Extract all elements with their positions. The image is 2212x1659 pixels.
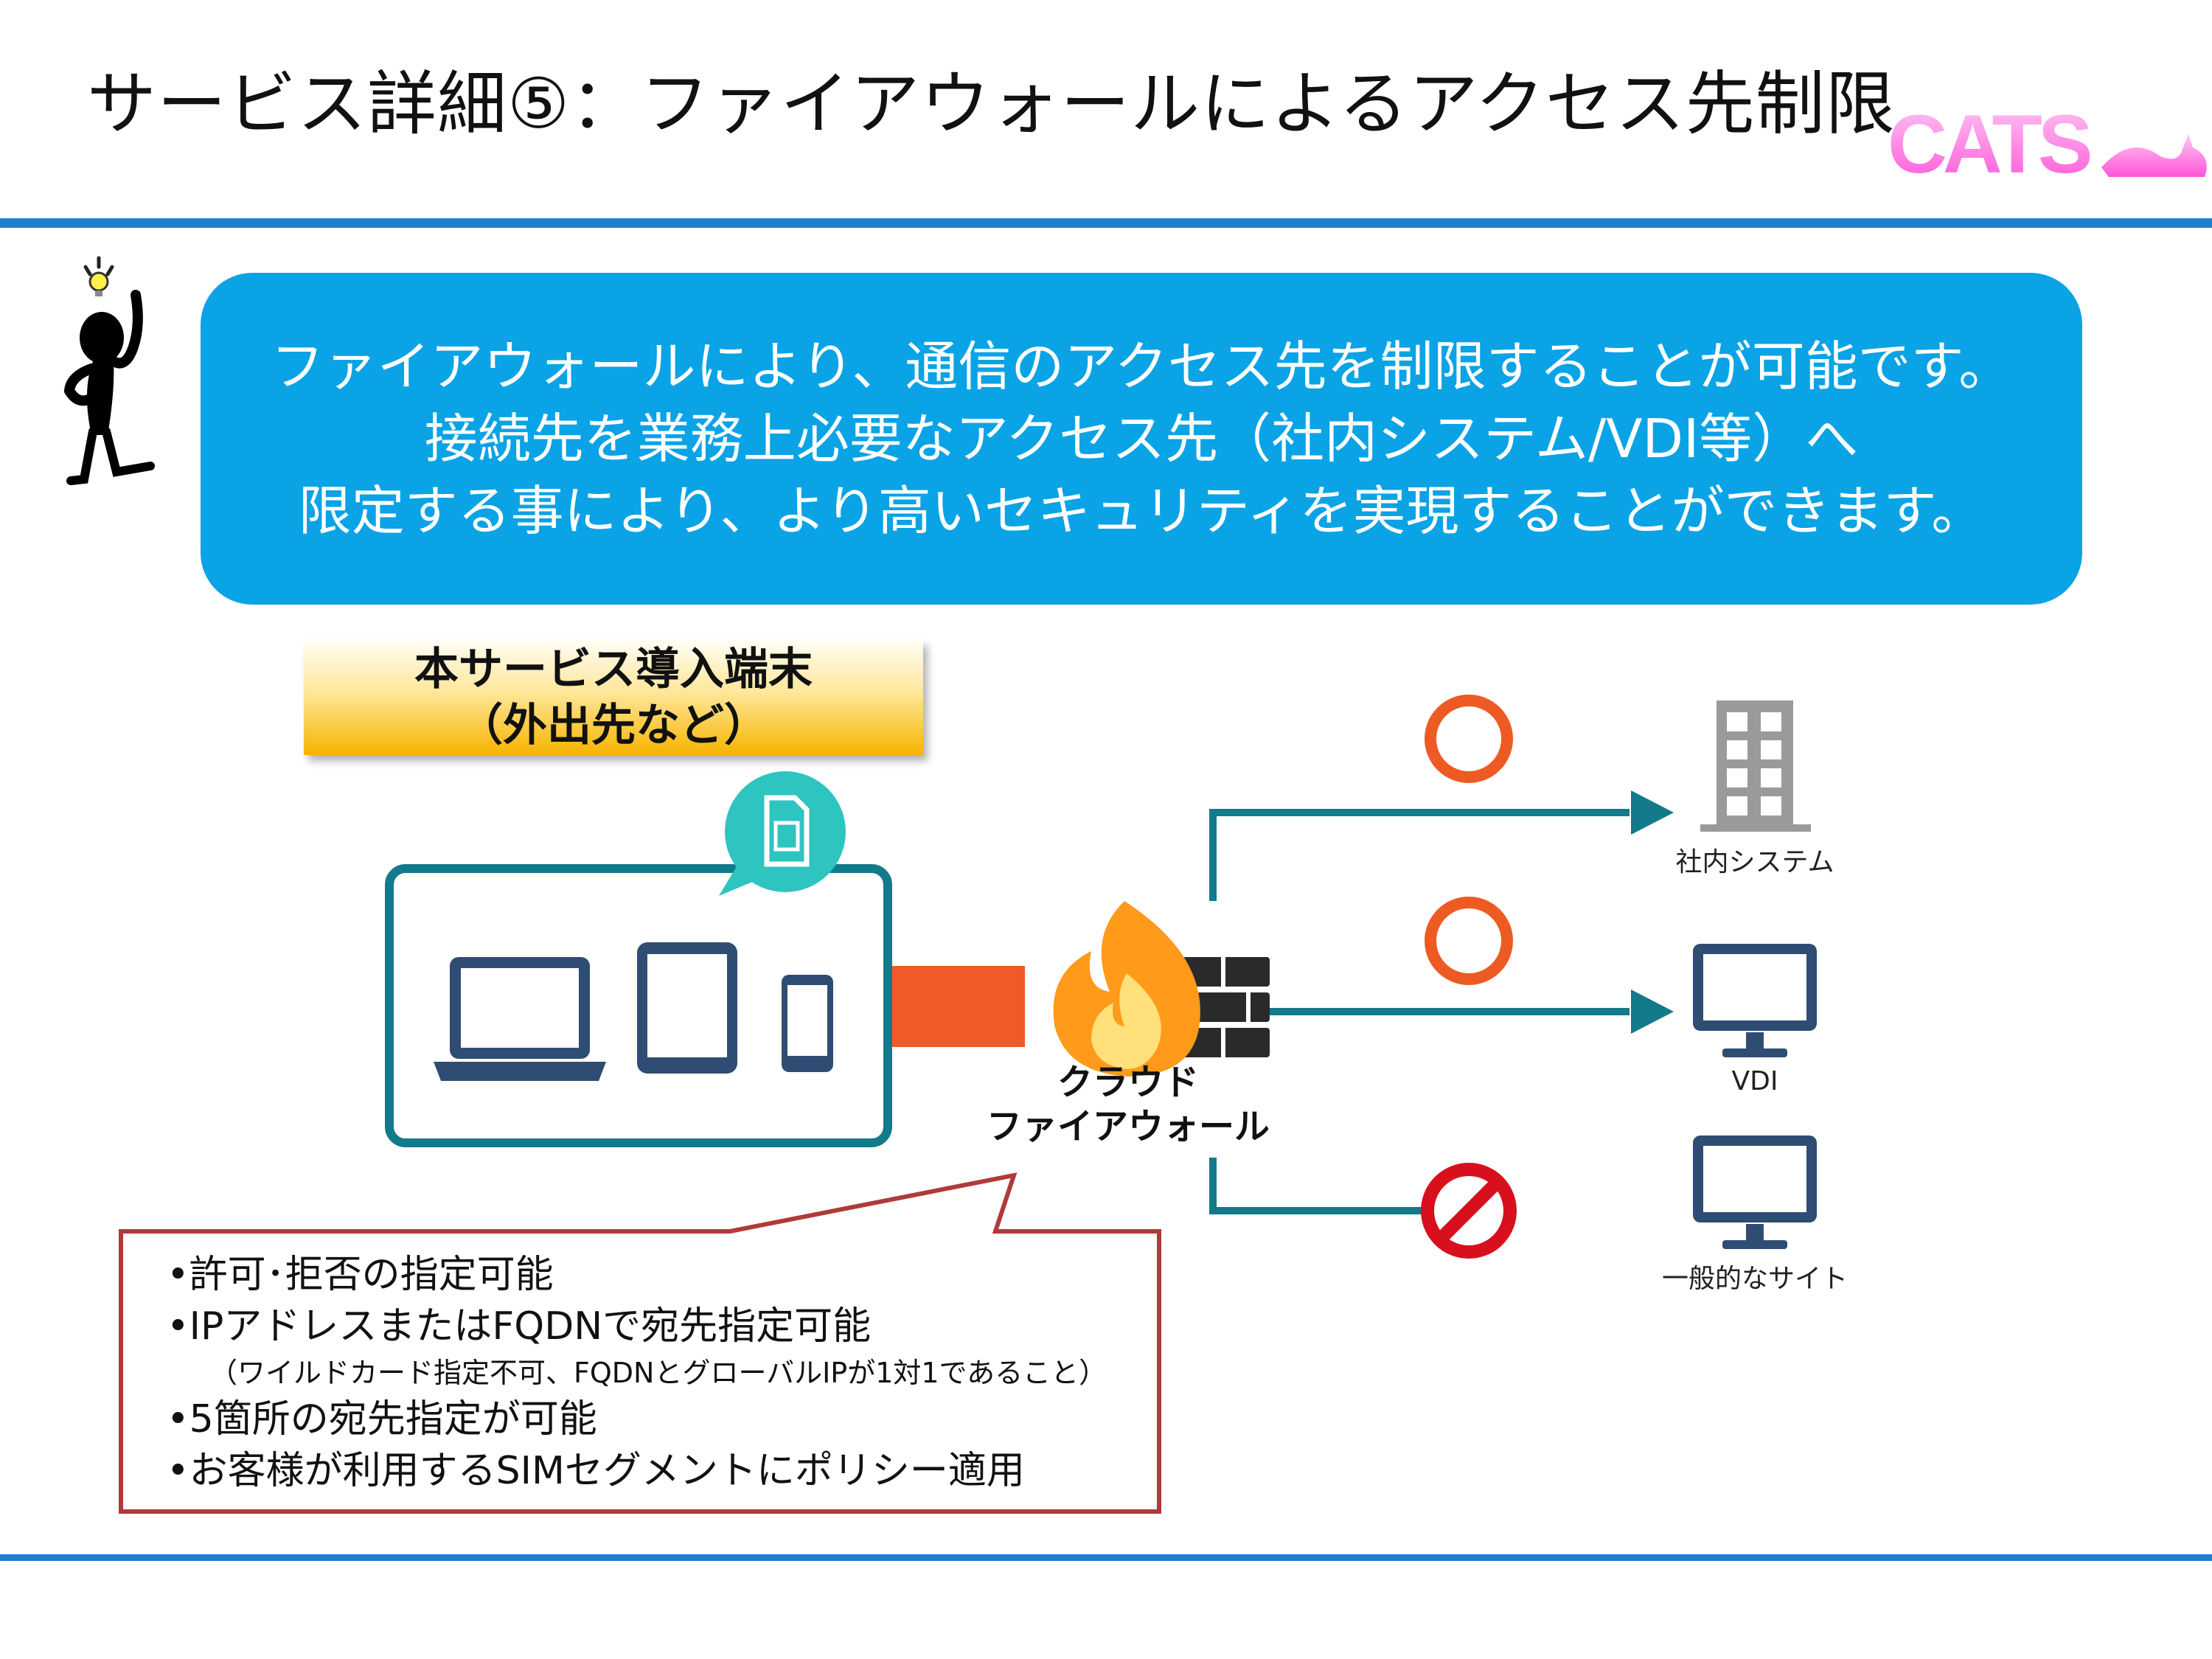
allow-circle-icon [1425, 897, 1513, 985]
logo-text: CATS [1888, 105, 2090, 186]
firewall-label-line1: クラウド [1057, 1062, 1199, 1103]
note-item: •5箇所の宛先指定が可能 [167, 1397, 597, 1441]
note-item: •お客様が利用するSIMセグメントにポリシー適用 [167, 1449, 1025, 1493]
note-item: •IPアドレスまたはFQDNで宛先指定可能 [167, 1304, 872, 1349]
arrow-head-vdi [1631, 990, 1674, 1034]
page-title: サービス詳細⑤：ファイアウォールによるアクセス先制限 [87, 64, 1896, 145]
summary-callout: ファイアウォールにより、通信のアクセス先を制限することが可能です。 接続先を業務… [201, 273, 2082, 605]
destination-label-vdi: VDI [1731, 1066, 1778, 1096]
building-icon [1700, 700, 1811, 832]
allow-circle-icon [1425, 695, 1513, 783]
sim-card-icon [764, 795, 810, 867]
destination-label-internal: 社内システム [1675, 847, 1834, 877]
route-to-general [1209, 1158, 1438, 1214]
sim-bubble [719, 771, 846, 896]
callout-line: ファイアウォールにより、通信のアクセス先を制限することが可能です。 [271, 335, 2012, 397]
note-item: •許可･拒否の指定可能 [167, 1253, 554, 1297]
device-label: 本サービス導入端末 （外出先など） [304, 640, 923, 755]
device-label-line2: （外出先など） [459, 700, 768, 751]
callout-line: 限定する事により、より高いセキュリティを実現することができます。 [298, 480, 1985, 542]
destination-label-general: 一般的なサイト [1661, 1264, 1848, 1294]
phone-icon [782, 975, 833, 1072]
tablet-icon [637, 942, 737, 1074]
bottom-divider [0, 1554, 2212, 1561]
cats-logo: CATS [1888, 105, 2207, 186]
notes-list: •許可･拒否の指定可能 •IPアドレスまたはFQDNで宛先指定可能 （ワイルドカ… [167, 1249, 1162, 1497]
route-to-internal [1209, 809, 1630, 901]
note-subitem: （ワイルドカード指定不可、FQDNとグローバルIPが1対1であること） [209, 1357, 1107, 1389]
device-to-firewall-link [892, 966, 1025, 1047]
top-divider [0, 218, 2212, 228]
laptop-icon [434, 957, 606, 1081]
firewall-label: クラウド ファイアウォール [973, 1060, 1283, 1149]
monitor-icon-vdi [1693, 944, 1817, 1057]
flame-icon [1053, 901, 1200, 1077]
cat-icon [2101, 134, 2207, 177]
idea-person-icon [63, 256, 155, 485]
deny-icon [1421, 1163, 1517, 1259]
callout-line: 接続先を業務上必要なアクセス先（社内システム/VDI等）へ [424, 408, 1859, 470]
monitor-icon-general [1693, 1135, 1817, 1249]
firewall-label-line2: ファイアウォール [986, 1106, 1270, 1147]
notes-box [119, 1172, 1161, 1514]
device-label-line1: 本サービス導入端末 [414, 644, 813, 695]
arrow-head-internal [1631, 790, 1674, 835]
